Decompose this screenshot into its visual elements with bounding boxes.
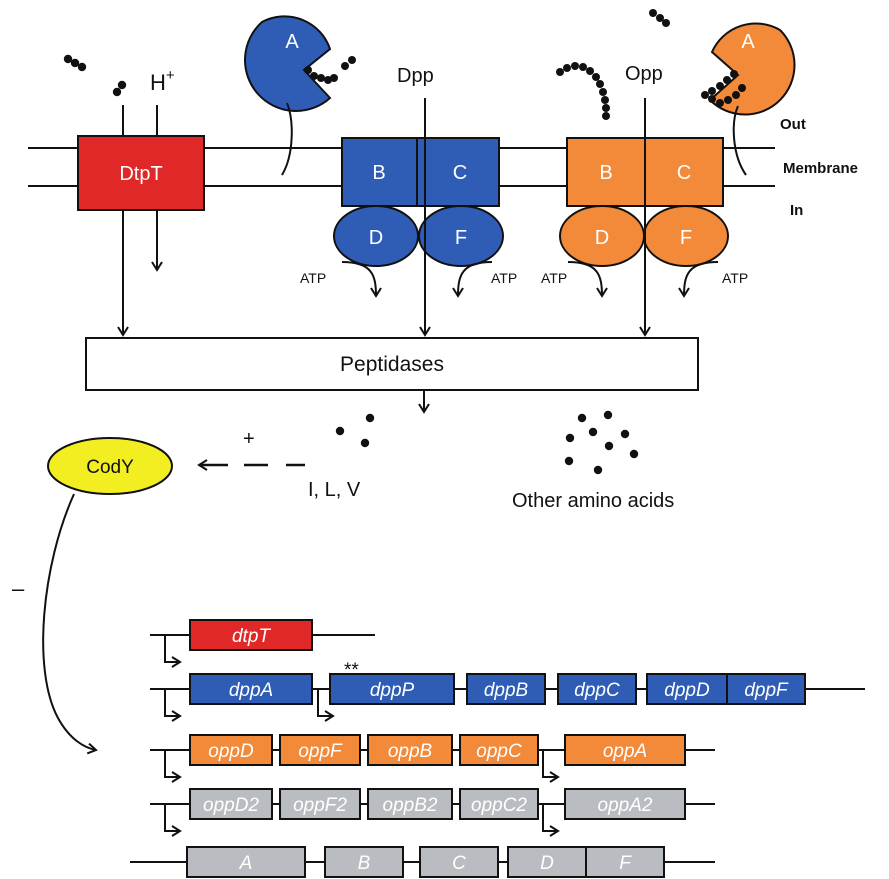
opp-promoter-1 — [165, 750, 180, 777]
dpp-atp-arrow-right — [458, 262, 492, 296]
gene-oppd-label: oppD — [208, 741, 254, 762]
gene-f-label: F — [619, 853, 632, 874]
opp-atp-arrow-right — [684, 262, 718, 296]
gene-c-label: C — [452, 853, 466, 874]
in-label: In — [790, 202, 803, 219]
peptidases-label: Peptidases — [340, 353, 444, 376]
dpp-free-peptide — [341, 56, 356, 70]
dtpt-transporter: DtpT — [78, 105, 204, 335]
opp-promoter-2 — [543, 750, 558, 777]
activation-plus: + — [243, 428, 255, 450]
gene-dppp-label: dppP — [370, 680, 415, 701]
gene-oppc-label: oppC — [476, 741, 522, 762]
dtpt-operon: dtpT — [150, 620, 375, 662]
gene-dppb-label: dppB — [484, 680, 529, 701]
dpp-label: Dpp — [397, 65, 434, 87]
gene-oppa2-label: oppA2 — [598, 795, 653, 816]
other-amino-acids-label: Other amino acids — [512, 490, 674, 512]
gene-oppd2-label: oppD2 — [203, 795, 259, 816]
dpp-c-label: C — [453, 162, 467, 184]
dpp-a-label: A — [285, 31, 299, 53]
dpp-promoter-1 — [165, 689, 180, 716]
dpp-anchor — [282, 103, 292, 175]
dipeptide-out — [64, 55, 86, 71]
gene-dppc-label: dppC — [574, 680, 620, 701]
opp-anchor — [734, 106, 746, 175]
opp-free-peptide-long — [556, 62, 610, 120]
opp-label: Opp — [625, 63, 663, 85]
dipeptide-h — [113, 81, 126, 96]
membrane-label: Membrane — [783, 160, 858, 177]
opp-atp-arrow-left — [568, 262, 602, 296]
gene-oppc2-label: oppC2 — [471, 795, 527, 816]
opp-a-label: A — [741, 31, 755, 53]
other-amino-acids — [565, 411, 638, 474]
opp2-operon: oppD2 oppF2 oppB2 oppC2 oppA2 — [150, 789, 715, 831]
gene-dppd-label: dppD — [664, 680, 710, 701]
dpp-f-label: F — [455, 227, 467, 249]
repression-minus: – — [12, 576, 25, 601]
ilv-amino-acids — [336, 414, 374, 447]
ilv-label: I, L, V — [308, 479, 361, 501]
dpp-atp-right-label: ATP — [491, 270, 517, 286]
proton-label: H+ — [150, 67, 175, 95]
cody-label: CodY — [86, 457, 134, 478]
dtpt-label: DtpT — [119, 163, 162, 185]
opp-atp-right-label: ATP — [722, 270, 748, 286]
opp-operon: oppD oppF oppB oppC oppA — [150, 735, 715, 777]
dpp-atp-left-label: ATP — [300, 270, 326, 286]
dpp-transporter: Dpp A B C D F ATP ATP — [245, 16, 517, 335]
gene-oppf2-label: oppF2 — [293, 795, 347, 816]
gene-oppf-label: oppF — [298, 741, 343, 762]
opp2-promoter-2 — [543, 804, 558, 831]
gene-oppb2-label: oppB2 — [383, 795, 438, 816]
dpp-d-label: D — [369, 227, 383, 249]
dpp-b-label: B — [372, 162, 385, 184]
gene-oppa-label: oppA — [603, 741, 647, 762]
cody-repression-arrow — [43, 494, 96, 750]
opp-b-label: B — [599, 162, 612, 184]
opp-transporter: Opp A B C D F ATP ATP — [541, 9, 795, 335]
gene-dppf-label: dppF — [744, 680, 789, 701]
opp2-promoter-1 — [165, 804, 180, 831]
dpp-operon: dppA dppP dppB dppC dppD dppF — [150, 674, 865, 716]
out-label: Out — [780, 116, 806, 133]
dtpt-promoter — [165, 635, 180, 662]
opp-c-label: C — [677, 162, 691, 184]
gene-dtpt-label: dtpT — [232, 626, 271, 647]
generic-operon: A B C D F — [130, 847, 715, 877]
dpp-atp-arrow-left — [342, 262, 376, 296]
gene-dppa-label: dppA — [229, 680, 273, 701]
gene-d-label: D — [540, 853, 554, 874]
gene-a-label: A — [239, 853, 253, 874]
opp-f-label: F — [680, 227, 692, 249]
opp-d-label: D — [595, 227, 609, 249]
gene-b-label: B — [358, 853, 371, 874]
opp-atp-left-label: ATP — [541, 270, 567, 286]
opp-free-peptide-short — [649, 9, 670, 27]
gene-oppb-label: oppB — [388, 741, 433, 762]
